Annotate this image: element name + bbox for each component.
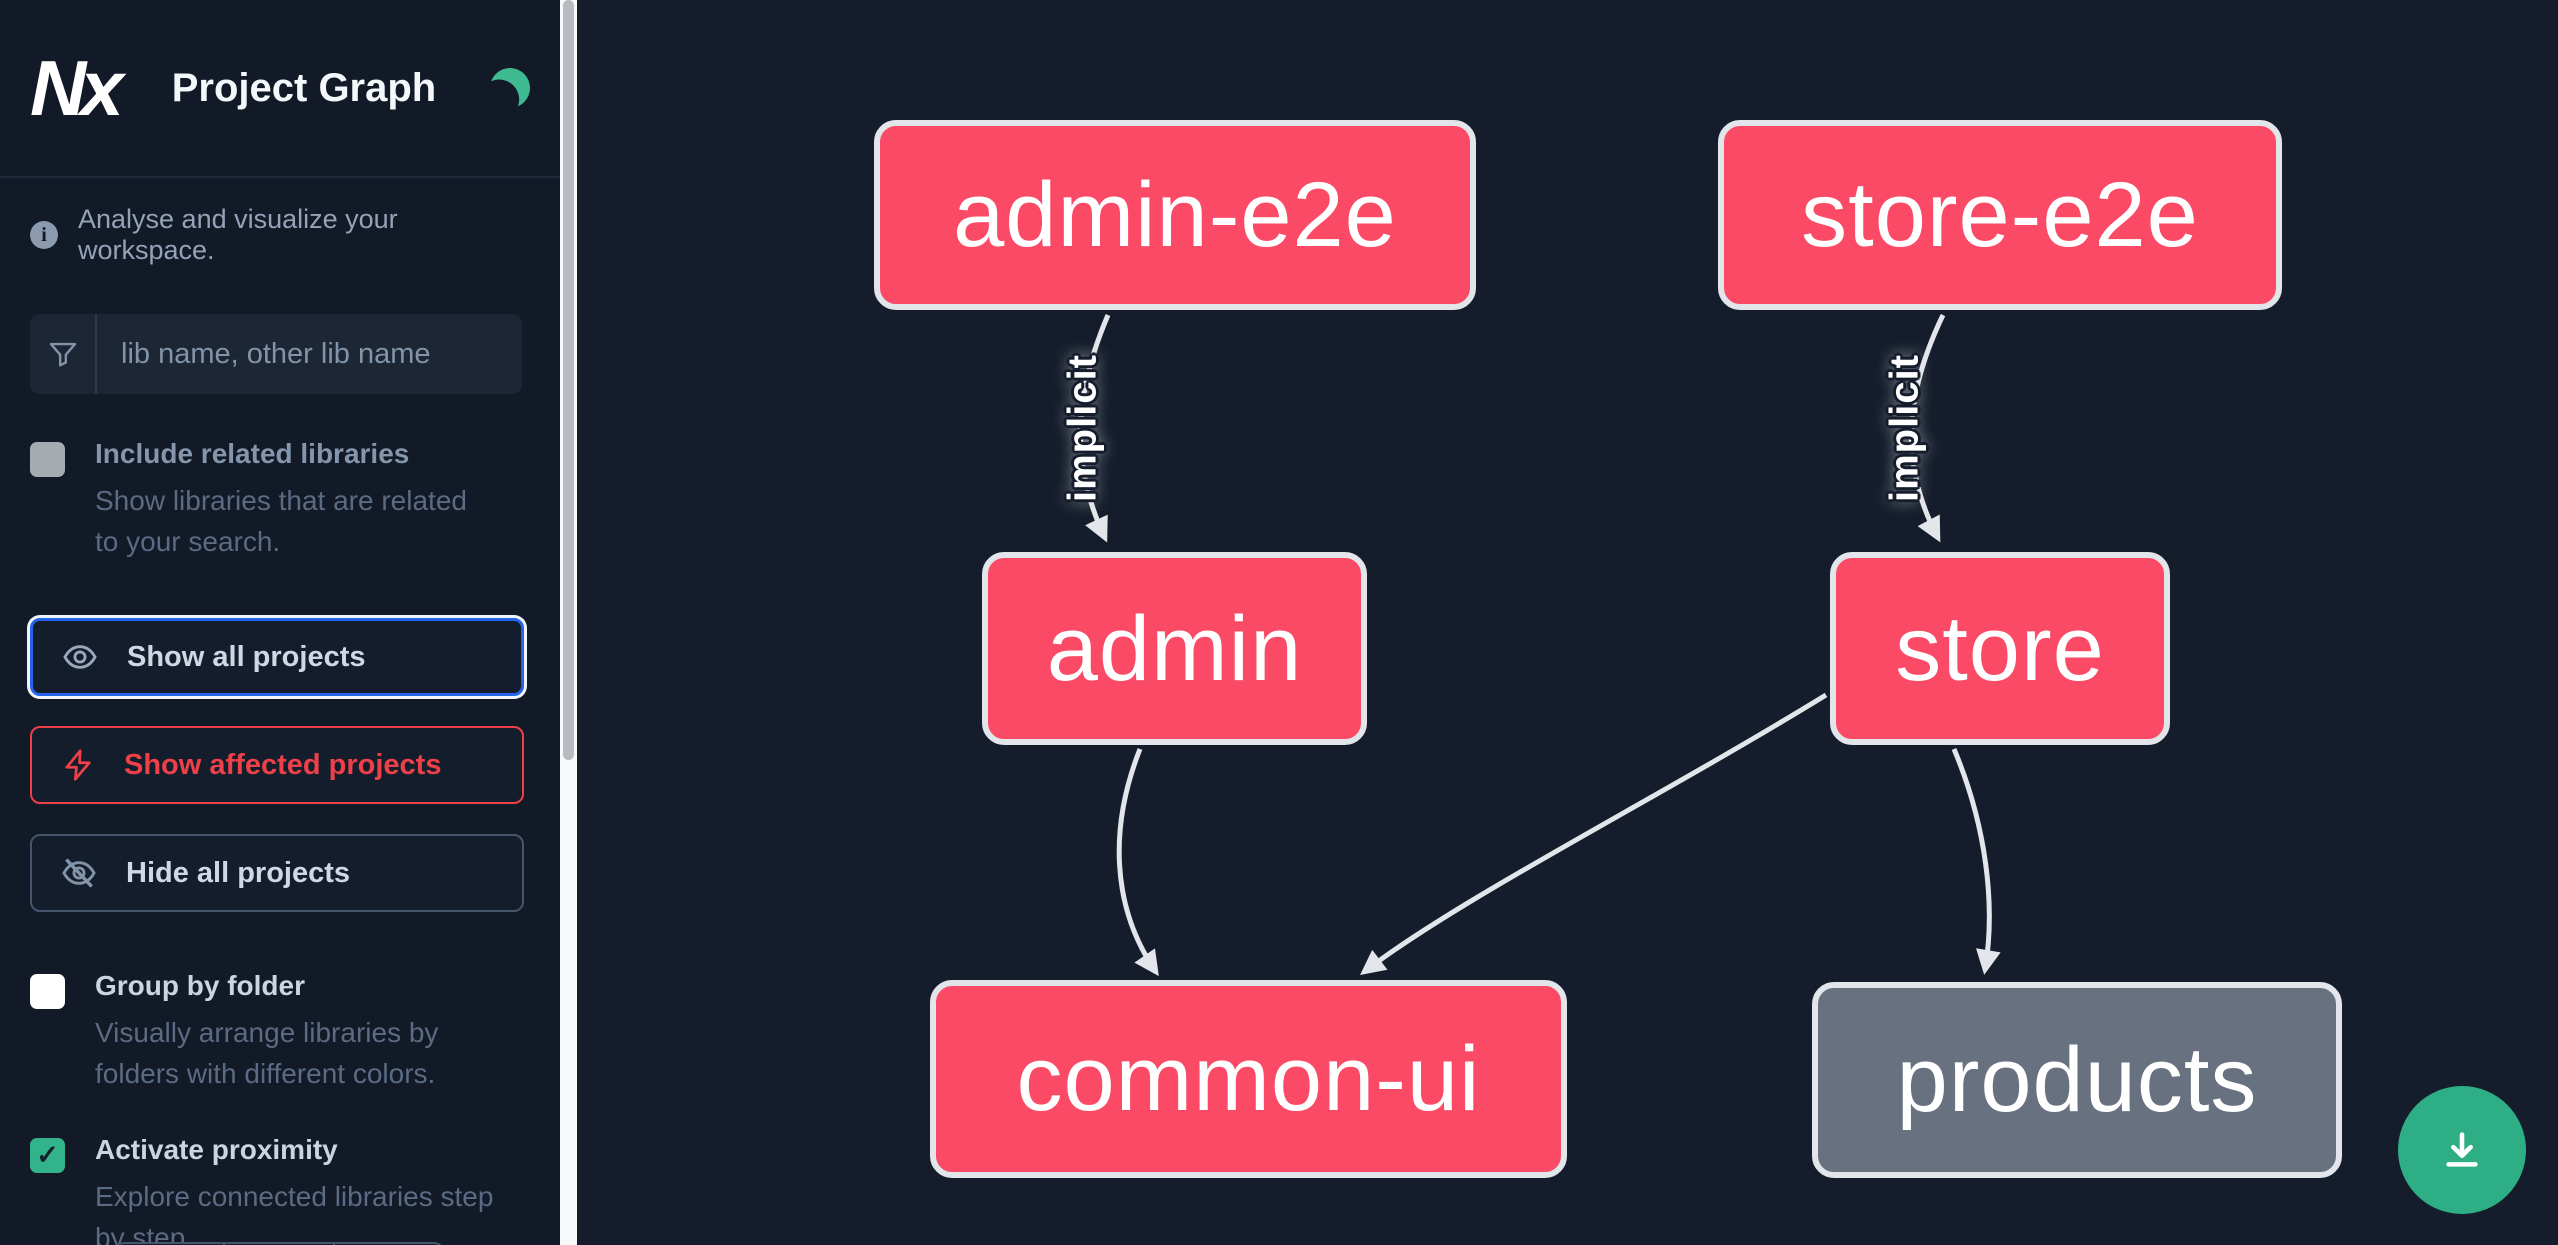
dark-mode-moon-icon[interactable] [486,64,533,111]
edge-store-e2e-to-store [1908,313,1946,543]
edge-admin-e2e-to-admin [1078,314,1111,543]
filter-funnel-icon [30,314,97,394]
intro-text: Analyse and visualize your workspace. [78,204,398,265]
page-title: Project Graph [171,65,437,110]
download-graph-button[interactable] [2398,1086,2526,1214]
show-all-projects-label: Show all projects [127,640,366,673]
graph-node-store[interactable]: store [1830,552,2170,745]
lightning-bolt-icon [65,749,91,781]
graph-node-admin[interactable]: admin [982,552,1367,745]
group-by-folder-label[interactable]: Group by folder [95,970,305,1001]
search-box [30,314,522,394]
hide-all-projects-button[interactable]: Hide all projects [30,834,524,912]
sidebar-header: Nx Project Graph [0,0,560,178]
search-input[interactable] [97,314,522,394]
intro-row: i Analyse and visualize your workspace. [0,178,560,266]
edge-store-to-common-ui [1360,692,1828,976]
nx-logo: Nx [30,43,124,132]
info-icon: i [30,221,58,249]
show-affected-projects-button[interactable]: Show affected projects [30,726,524,804]
toggle-include-related: Include related libraries Show libraries… [0,438,560,562]
eye-icon [63,645,97,669]
toggle-activate-proximity: ✓ Activate proximity Explore connected l… [0,1134,560,1245]
edge-store-to-products [1951,748,2001,975]
eye-slash-icon [62,858,96,888]
download-icon [2446,1132,2478,1167]
sidebar: Nx Project Graph i Analyse and visualize… [0,0,560,1245]
edge-label-admin-e2e-to-admin: implicit [1060,353,1105,503]
edge-admin-to-common-ui [1116,748,1159,977]
hide-all-projects-label: Hide all projects [126,856,351,889]
group-by-folder-checkbox[interactable] [30,974,65,1009]
activate-proximity-description: Explore connected libraries step by step… [95,1181,494,1245]
include-related-description: Show libraries that are related to your … [95,485,467,557]
graph-node-store-e2e[interactable]: store-e2e [1718,120,2282,310]
group-by-folder-description: Visually arrange libraries by folders wi… [95,1017,439,1089]
graph-node-common-ui[interactable]: common-ui [930,980,1567,1178]
include-related-checkbox[interactable] [30,442,65,477]
scrollbar-thumb[interactable] [563,0,574,760]
edge-label-store-e2e-to-store: implicit [1882,353,1927,503]
project-actions: Show all projects Show affected projects… [0,618,560,912]
graph-node-admin-e2e[interactable]: admin-e2e [874,120,1476,310]
activate-proximity-label[interactable]: Activate proximity [95,1134,338,1165]
toggle-group-by-folder: Group by folder Visually arrange librari… [0,970,560,1094]
graph-node-products[interactable]: products [1812,982,2342,1178]
show-all-projects-button[interactable]: Show all projects [30,618,524,696]
activate-proximity-checkbox[interactable]: ✓ [30,1138,65,1173]
show-affected-projects-label: Show affected projects [124,748,442,781]
include-related-label[interactable]: Include related libraries [95,438,410,469]
sidebar-scrollbar[interactable] [560,0,577,1245]
